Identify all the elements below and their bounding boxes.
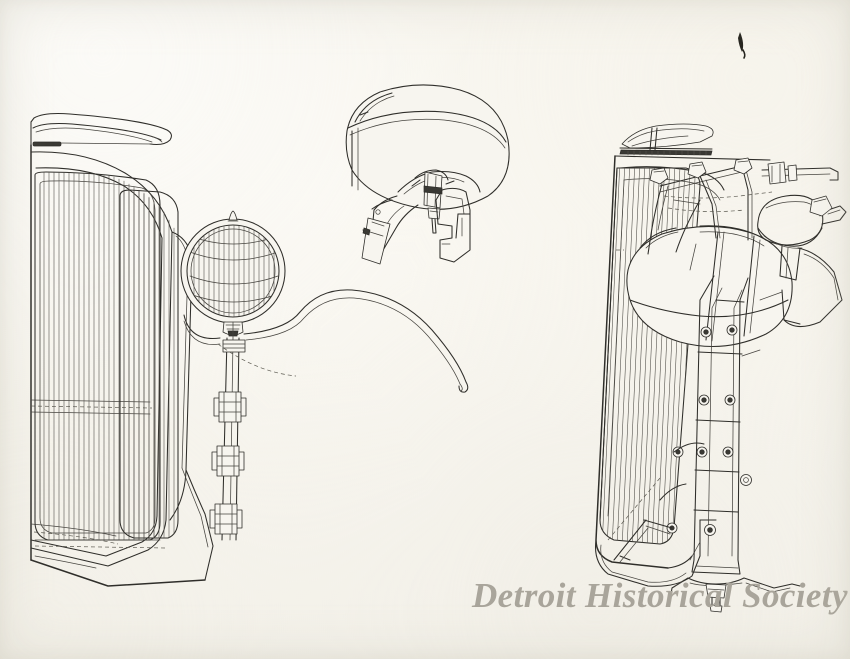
headlamp-bucket-right xyxy=(626,225,793,348)
bolt-head xyxy=(740,474,752,486)
ornament-base-ribs xyxy=(627,150,707,156)
linkage-nut xyxy=(733,157,753,175)
mounting-bracket xyxy=(361,195,419,265)
bolt-head xyxy=(704,524,716,536)
figure-headlamp-bucket-side xyxy=(345,84,510,265)
bolt-head xyxy=(700,326,712,338)
figure-radiator-fender-assembly xyxy=(595,123,847,613)
stray-pen-mark xyxy=(738,32,746,59)
hardware-cluster-right xyxy=(757,161,847,328)
lower-frame-hardware xyxy=(669,559,801,613)
bolt-head xyxy=(672,446,684,458)
fender-panel xyxy=(607,442,705,563)
bolt-head xyxy=(724,394,736,406)
grille-slats xyxy=(34,171,179,549)
rod-top-clamp xyxy=(222,339,246,353)
conduit-wire xyxy=(183,289,469,393)
bolt-head xyxy=(726,324,738,336)
support-bracket-strap xyxy=(666,275,752,561)
watermark-text: Detroit Historical Society xyxy=(471,576,848,615)
bolt-head xyxy=(698,394,710,406)
stepped-bracket-plate xyxy=(435,187,471,263)
linkage-nut xyxy=(687,161,707,179)
figure-radiator-grille-front xyxy=(30,112,469,587)
construction-lines xyxy=(616,243,783,357)
bolt-head xyxy=(696,446,708,458)
rod-clamp-bracket xyxy=(209,503,243,535)
bolt-head xyxy=(666,522,678,534)
radiator-cap xyxy=(30,112,172,147)
headlamp-mount-boss xyxy=(222,321,244,339)
bolt-head xyxy=(722,446,734,458)
hood-ornament xyxy=(619,123,714,156)
rod-clamp-bracket xyxy=(213,391,247,423)
upper-linkage xyxy=(647,157,773,255)
linkage-nut xyxy=(649,167,669,185)
rod-clamp-bracket xyxy=(211,445,245,477)
headlamp-lens xyxy=(180,210,286,339)
headlamp-support-rod xyxy=(209,337,247,541)
